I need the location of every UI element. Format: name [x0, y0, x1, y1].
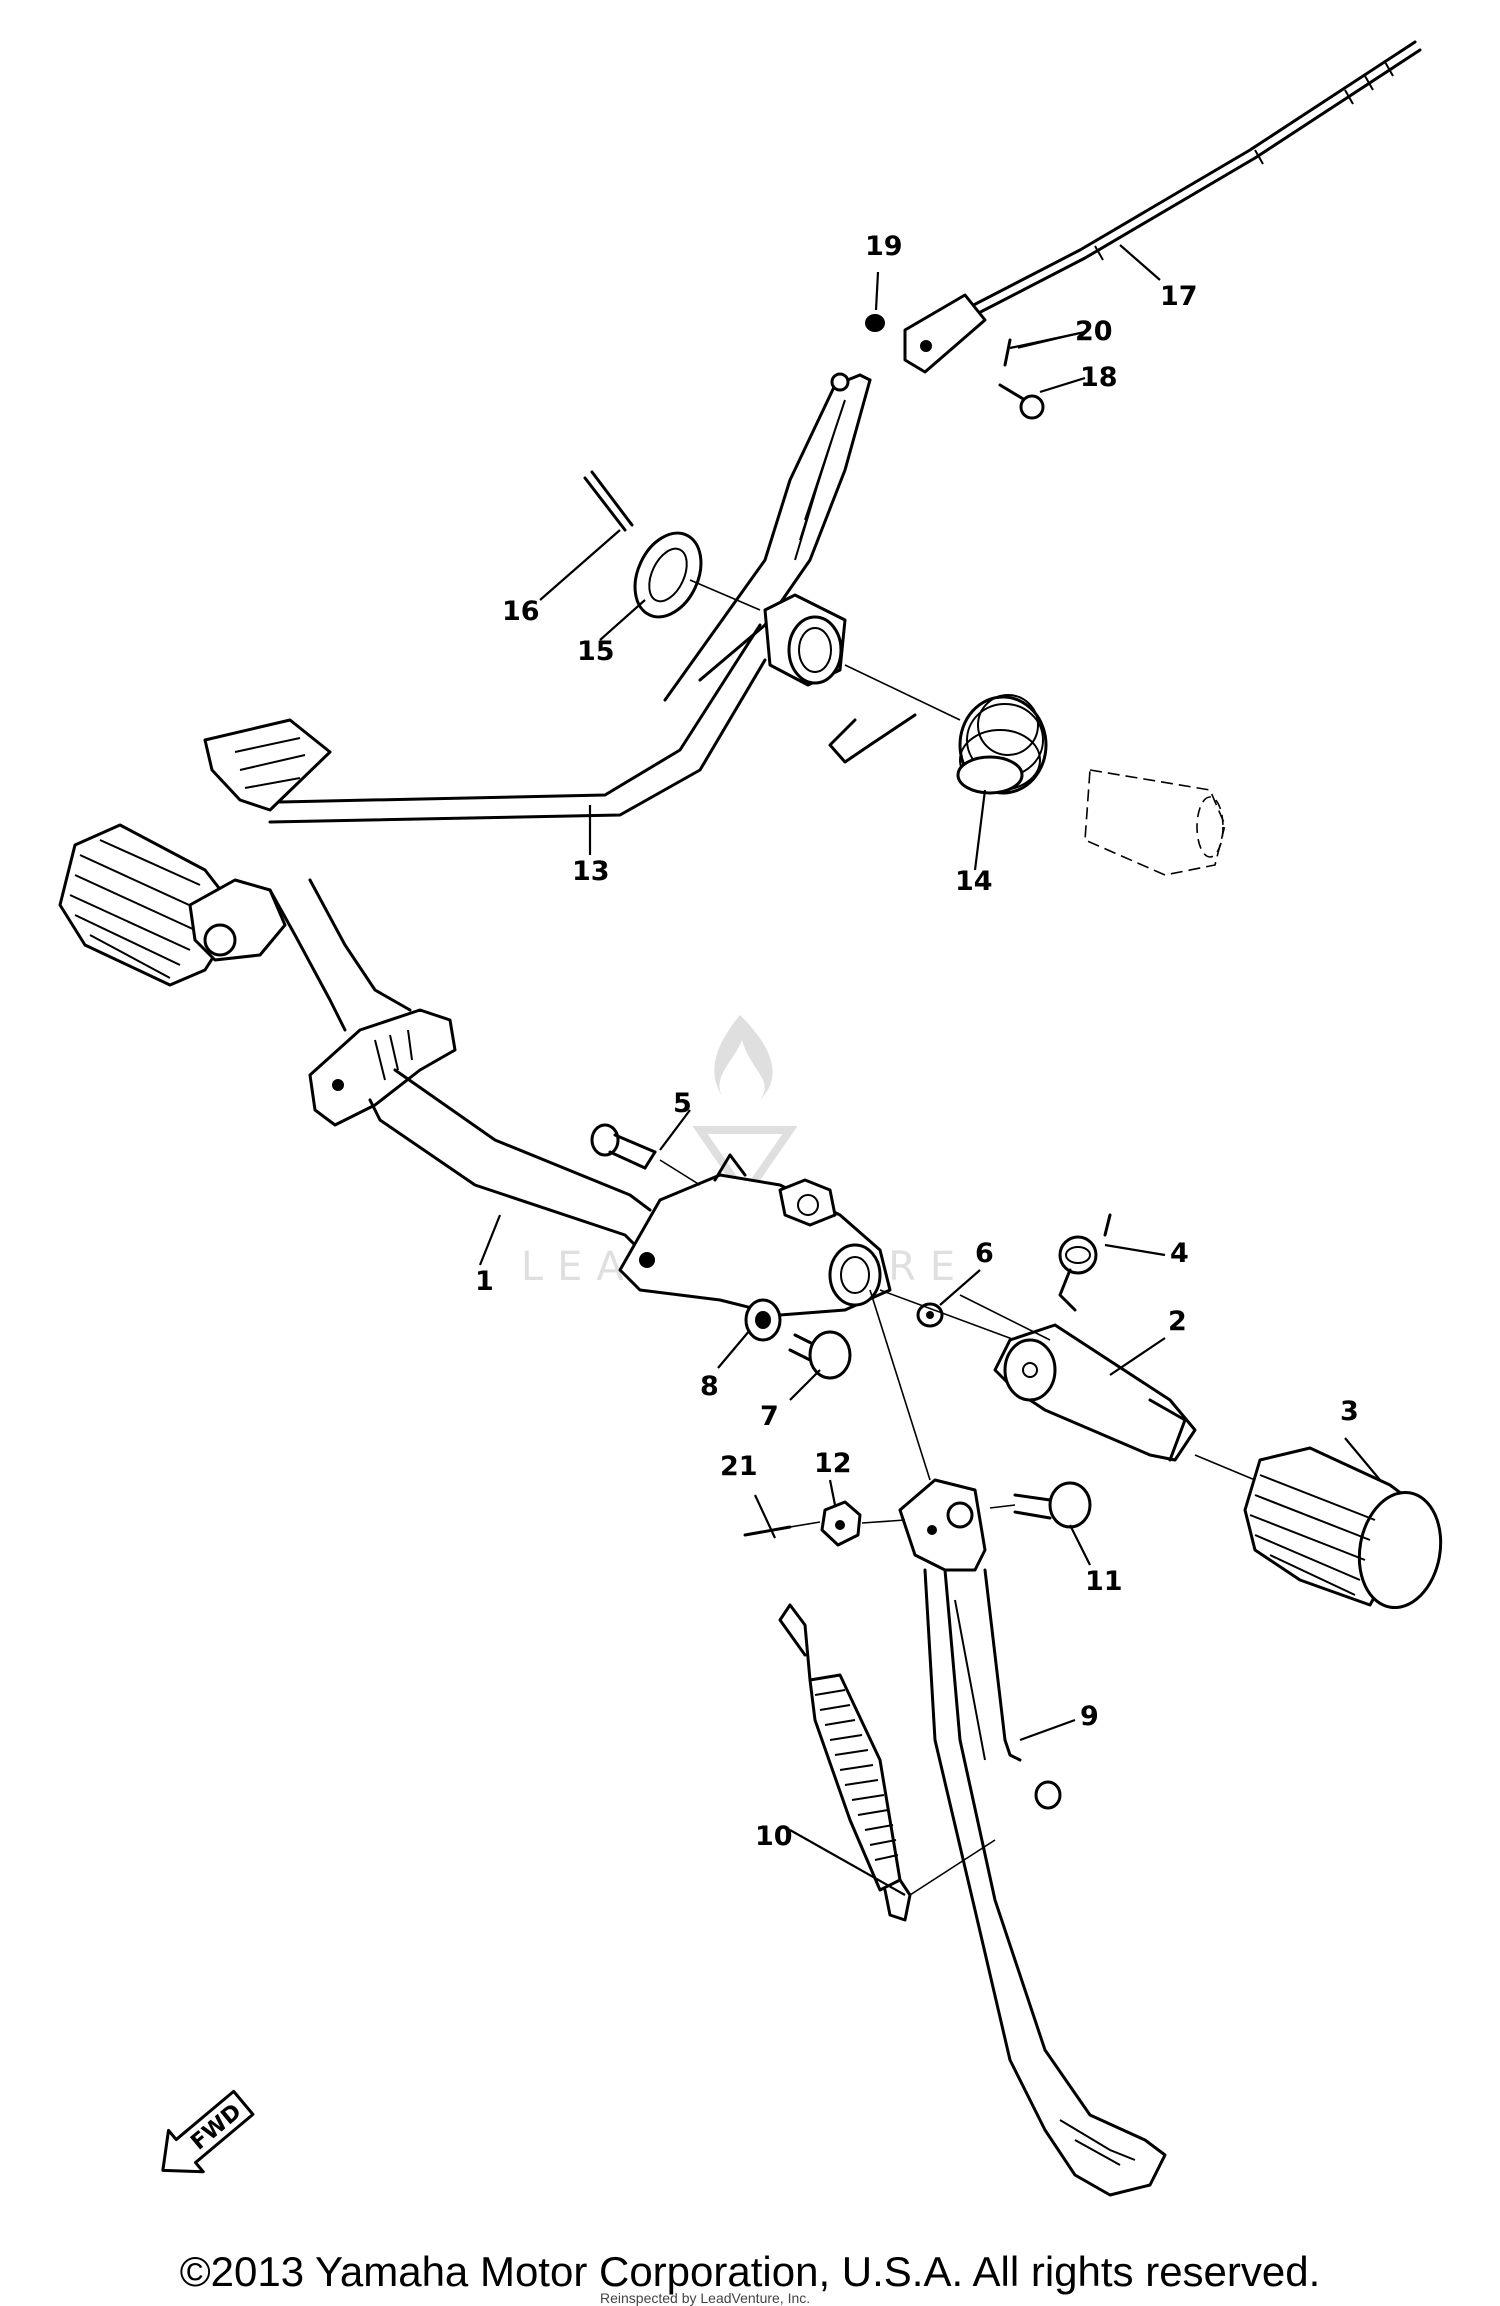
callout-14: 14 — [955, 866, 993, 897]
part-12-nut — [820, 1500, 906, 1547]
reprint-note: Reinspected by LeadVenture, Inc. — [600, 2290, 811, 2306]
brake-rod — [958, 40, 1422, 322]
callout-21: 21 — [720, 1451, 758, 1482]
callout-19: 19 — [865, 231, 903, 262]
callout-10: 10 — [755, 1821, 793, 1852]
callout-12: 12 — [814, 1448, 852, 1479]
pedal-pivot-boss — [763, 593, 847, 687]
callout-15: 15 — [577, 636, 615, 667]
part-15-washer — [633, 531, 703, 619]
pedal-shaft-phantom — [1084, 769, 1226, 876]
callout-17: 17 — [1160, 281, 1198, 312]
leader-lines — [478, 244, 1381, 1896]
fwd-arrow-icon: FWD — [161, 2089, 255, 2174]
callout-18: 18 — [1080, 362, 1118, 393]
part-4-spring — [1058, 1213, 1112, 1312]
brake-pedal — [203, 372, 872, 824]
callout-16: 16 — [502, 596, 540, 627]
callout-6: 6 — [975, 1238, 994, 1269]
part-6-washer — [916, 1302, 944, 1328]
callout-11: 11 — [1085, 1566, 1123, 1597]
callout-20: 20 — [1075, 316, 1113, 347]
main-step-bracket — [268, 878, 892, 1317]
callout-4: 4 — [1170, 1238, 1189, 1269]
part-3-right-footrest — [1243, 1446, 1443, 1610]
callout-8: 8 — [700, 1371, 719, 1402]
part-9-side-stand — [898, 1478, 1167, 2197]
part-10-stand-spring — [778, 1603, 996, 1922]
callout-13: 13 — [572, 856, 610, 887]
part-16-cotter-pin — [583, 470, 634, 532]
axis-line-6 — [879, 1289, 1016, 1341]
rod-clevis — [903, 293, 987, 374]
callout-labels: 1 2 3 4 5 6 7 8 9 10 11 12 13 14 15 16 1… — [475, 231, 1359, 1852]
callout-5: 5 — [673, 1088, 692, 1119]
part-14-return-spring — [828, 664, 1048, 795]
washer-axis-line — [689, 579, 761, 611]
callout-7: 7 — [760, 1401, 779, 1432]
part-7-bolt — [788, 1330, 852, 1380]
callout-3: 3 — [1340, 1396, 1359, 1427]
left-footrest-rubber — [58, 823, 287, 987]
callout-9: 9 — [1080, 1701, 1099, 1732]
part-11-bolt — [989, 1481, 1092, 1529]
copyright-notice: ©2013 Yamaha Motor Corporation, U.S.A. A… — [179, 2248, 1321, 2295]
part-18-bolt — [998, 383, 1045, 420]
part-21-cotter-pin — [743, 1521, 821, 1537]
part-2-footrest-shaft — [993, 1323, 1256, 1481]
callout-1: 1 — [475, 1266, 494, 1297]
callout-2: 2 — [1168, 1306, 1187, 1337]
part-5-pin — [590, 1123, 701, 1186]
assembly-lines — [869, 1289, 1051, 1481]
part-20-pin — [1003, 331, 1086, 367]
part-19-nut — [865, 314, 885, 332]
part-8-washer — [744, 1298, 782, 1342]
